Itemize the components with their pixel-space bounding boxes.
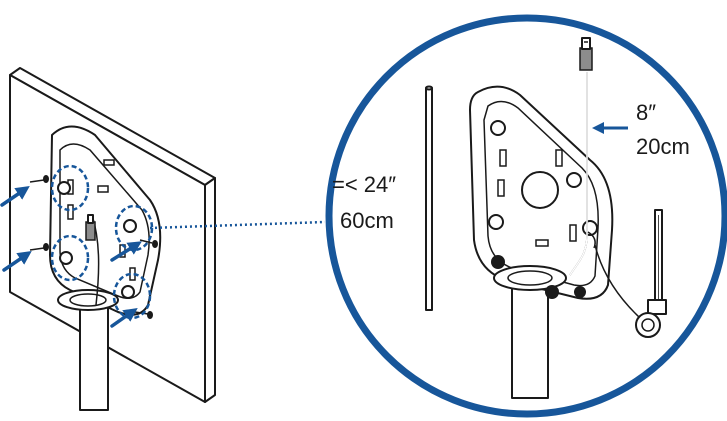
cable-length-cm-label: 20cm xyxy=(636,134,690,159)
cable-length-in-label: 8″ xyxy=(636,100,656,125)
cable-tie-icon xyxy=(587,209,667,338)
cable-left xyxy=(85,214,100,306)
height-rod xyxy=(425,85,433,311)
screw-icon xyxy=(491,255,505,269)
screw-icon xyxy=(29,243,49,251)
keyhole-slots xyxy=(57,181,137,299)
zoom-leader-line xyxy=(149,220,326,230)
mounting-plate-detail xyxy=(469,85,614,300)
max-height-cm-label: 60cm xyxy=(340,208,394,233)
ethernet-plug-icon xyxy=(579,37,593,71)
zoom-detail xyxy=(325,14,727,418)
screw-icon xyxy=(574,286,586,298)
wall-assembly xyxy=(0,67,326,411)
insert-arrows xyxy=(0,186,142,328)
screw-icon xyxy=(29,175,49,183)
screw-icon xyxy=(545,285,559,299)
pole-detail xyxy=(511,277,549,399)
pole xyxy=(79,294,109,411)
cable-detail xyxy=(569,72,588,276)
max-height-in-label: =< 24″ xyxy=(332,172,396,197)
screw-icon xyxy=(139,239,158,248)
mounting-plate xyxy=(49,125,162,316)
